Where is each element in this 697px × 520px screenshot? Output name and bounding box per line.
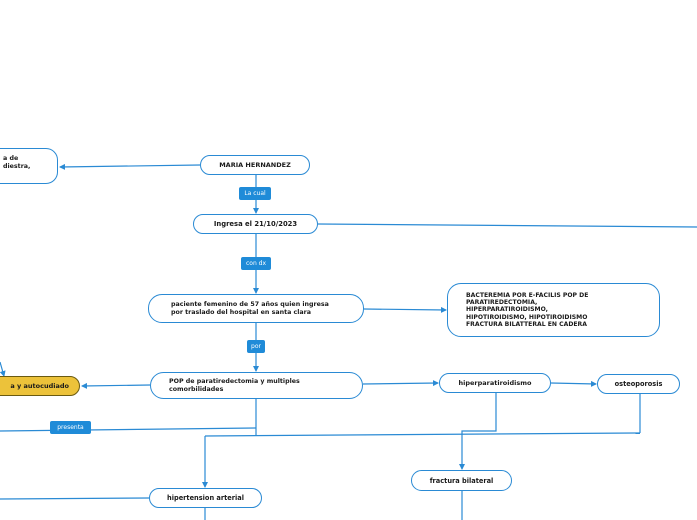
link-name-to-marker <box>59 163 201 170</box>
link-paciente-to-bacteremia <box>363 306 447 313</box>
link-edge-to-autocuidado <box>0 361 6 377</box>
node-partial-left[interactable]: a de diestra, <box>0 148 58 184</box>
node-text: HIPOTIROIDISMO, HIPOTIROIDISMO <box>466 313 588 321</box>
link-ingresa-right <box>317 223 697 228</box>
node-text: hiperparatiroidismo <box>458 379 532 387</box>
link-hta-left <box>0 497 150 500</box>
node-hipertension-arterial[interactable]: hipertension arterial <box>149 488 262 508</box>
node-osteoporosis[interactable]: osteoporosis <box>597 374 680 394</box>
node-text: osteoporosis <box>614 380 663 388</box>
node-text: HIPERPARATIROIDISMO, <box>466 306 548 314</box>
node-autocuidado[interactable]: a y autocudiado <box>0 376 80 396</box>
link-pop-to-hiper <box>362 380 439 387</box>
node-ingresa[interactable]: Ingresa el 21/10/2023 <box>193 214 318 234</box>
node-paciente[interactable]: paciente femenino de 57 años quien ingre… <box>148 294 364 323</box>
node-text: por traslado del hospital en santa clara <box>171 308 312 316</box>
link-pop-to-autocuidado <box>81 382 151 389</box>
link-bus <box>204 432 641 437</box>
link-presenta-left <box>0 427 257 432</box>
node-text: MARIA HERNANDEZ <box>219 161 291 169</box>
node-text: a y autocudiado <box>10 382 69 390</box>
link-label-la-cual[interactable]: La cual <box>239 187 271 200</box>
node-text: comorbilidades <box>169 385 224 393</box>
node-text: fractura bilateral <box>429 476 494 485</box>
link-hiper-down <box>459 393 497 470</box>
node-maria-hernandez[interactable]: MARIA HERNANDEZ <box>200 155 310 175</box>
link-label-por[interactable]: por <box>247 340 265 353</box>
link-hiper-to-osteo <box>550 380 597 387</box>
node-fractura-bilateral[interactable]: fractura bilateral <box>411 470 512 491</box>
node-pop-paratiredectomia[interactable]: POP de paratiredectomia y multiples como… <box>150 372 363 399</box>
node-text: paciente femenino de 57 años quien ingre… <box>171 300 329 308</box>
link-label-con-dx[interactable]: con dx <box>241 257 271 270</box>
node-text: hipertension arterial <box>167 494 244 502</box>
node-text: Ingresa el 21/10/2023 <box>213 220 298 228</box>
node-text: a de <box>3 155 19 162</box>
node-text: POP de paratiredectomia y multiples <box>169 377 300 385</box>
node-text: PARATIREDECTOMIA, <box>466 299 538 307</box>
node-text: BACTEREMIA POR E-FACILIS POP DE <box>466 291 589 299</box>
node-text: FRACTURA BILATTERAL EN CADERA <box>466 320 587 328</box>
node-text: diestra, <box>3 163 31 170</box>
node-hiperparatiroidismo[interactable]: hiperparatiroidismo <box>439 373 551 393</box>
node-bacteremia[interactable]: BACTEREMIA POR E-FACILIS POP DE PARATIRE… <box>447 283 660 337</box>
link-label-presenta[interactable]: presenta <box>50 421 91 434</box>
